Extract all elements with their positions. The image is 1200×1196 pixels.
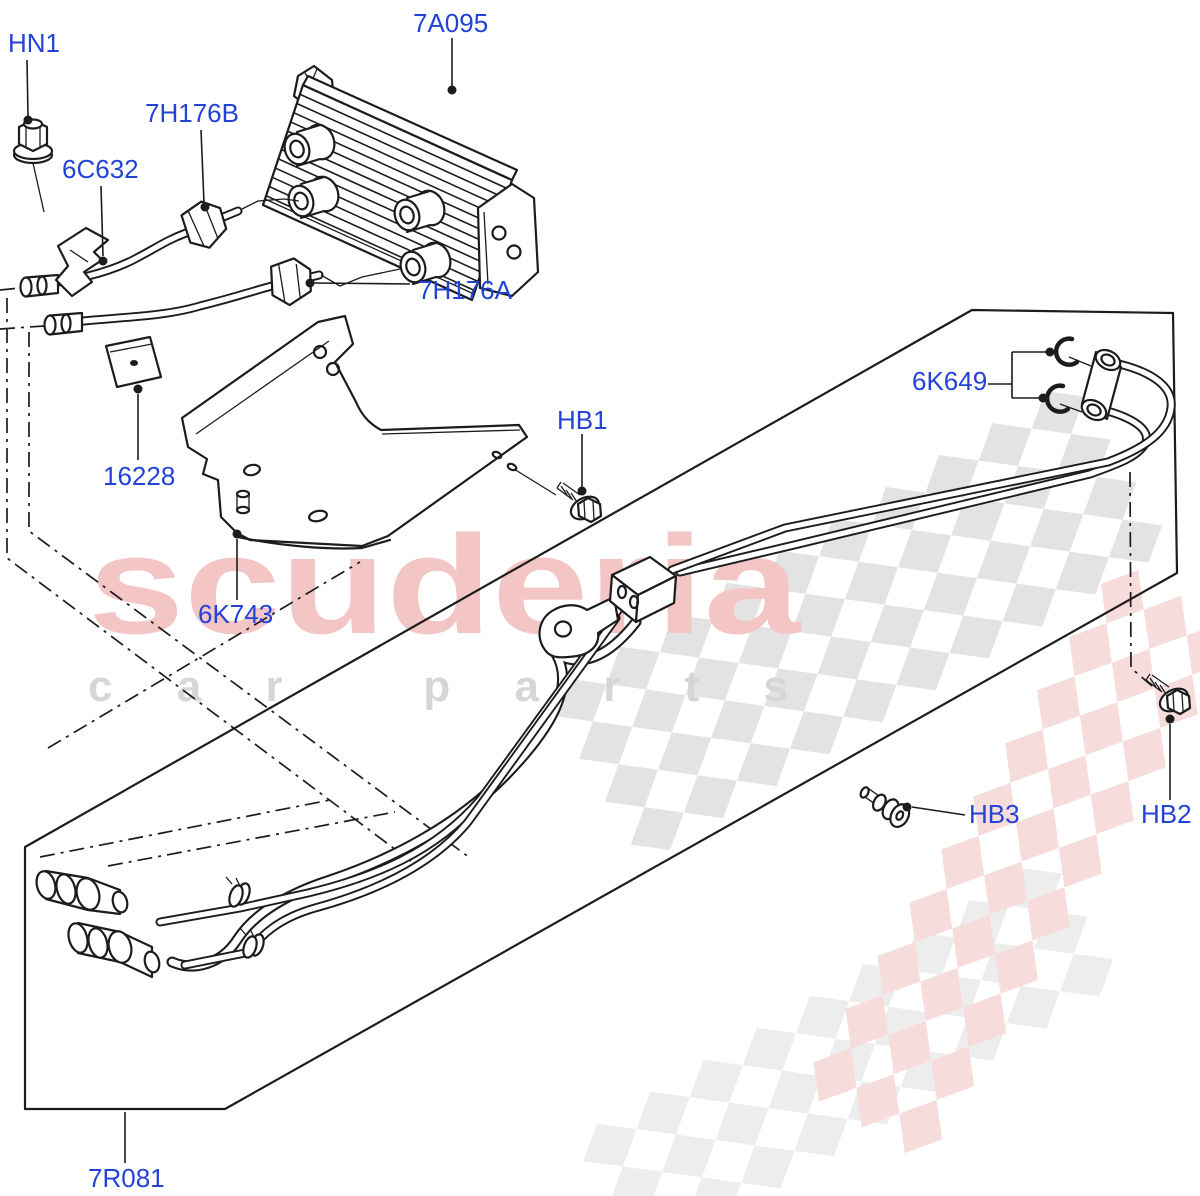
part-label-7A095[interactable]: 7A095 [413,8,488,38]
cooler-tube-upper [19,193,401,336]
part-label-HB2[interactable]: HB2 [1141,799,1192,829]
part-label-16228[interactable]: 16228 [103,461,175,491]
checkered-flag-pink-icon [813,570,1200,1154]
part-label-6C632[interactable]: 6C632 [62,154,139,184]
retainer-clips-6K649 [1044,336,1092,414]
quick-connector [35,869,129,916]
tube-end-fitting [43,311,84,336]
quick-connector [67,921,161,979]
bracket-6K743 [180,314,557,550]
tube-mount-block [608,555,678,624]
cooler-mount-tab [476,182,540,298]
part-label-6K743[interactable]: 6K743 [198,599,273,629]
watermark-tagline: car parts [88,662,788,711]
part-label-HB1[interactable]: HB1 [557,405,608,435]
clip-6C632 [54,226,110,298]
tube-end-fitting [19,273,60,298]
hose-clamp [225,876,251,908]
push-pin-HB3 [859,786,911,829]
part-label-7R081[interactable]: 7R081 [88,1163,165,1193]
leader-lines [23,38,1175,1163]
part-label-7H176B[interactable]: 7H176B [145,98,239,128]
hose-clamp [239,927,265,959]
watermark-brand: scuderia [88,506,801,663]
part-label-HB3[interactable]: HB3 [969,799,1020,829]
oil-cooler [261,64,540,302]
tube-mount-tab [538,595,620,659]
assembly-boundary [0,287,1179,1111]
tube-assembly-7R081 [35,348,1176,979]
part-label-7H176A[interactable]: 7H176A [418,275,513,305]
flange-nut-HN1 [12,118,54,213]
tube-port-fittings [1080,348,1123,422]
part-label-6K649[interactable]: 6K649 [912,366,987,396]
plate-16228 [104,335,163,389]
bracket-peg [235,489,251,515]
watermark: scuderia car parts [88,391,1200,1196]
part-label-HN1[interactable]: HN1 [8,28,60,58]
